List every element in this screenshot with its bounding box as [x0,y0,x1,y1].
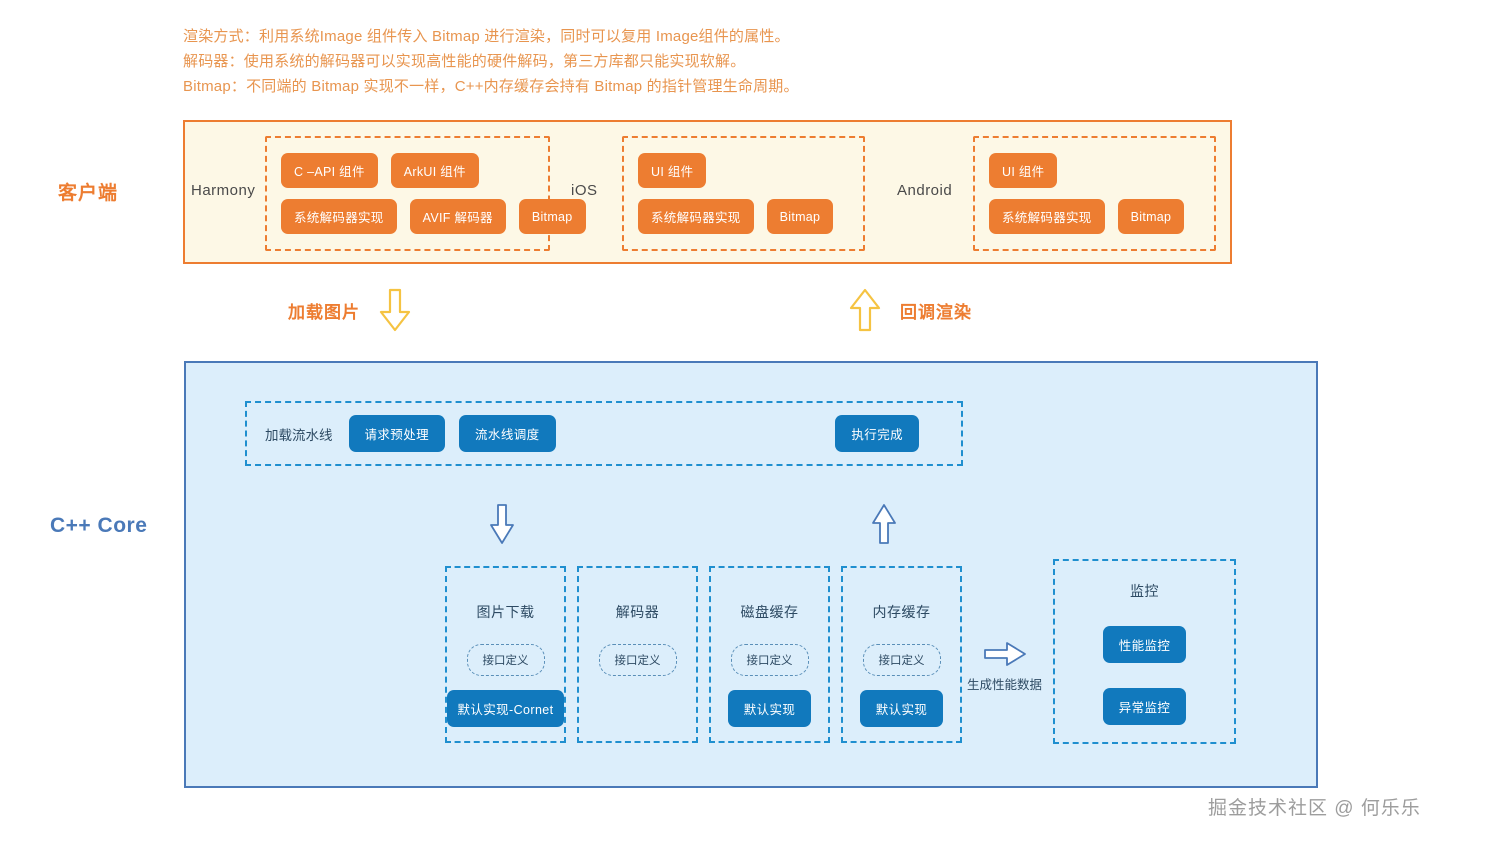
arrow-down-core-icon [490,504,514,544]
ios-row-1: UI 组件 [638,153,849,188]
client-container: Harmony C –API 组件 ArkUI 组件 系统解码器实现 AVIF … [183,120,1232,264]
interface-definition-memory-cache[interactable]: 接口定义 [862,644,941,676]
module-disk-cache: 磁盘缓存 接口定义 默认实现 [709,566,830,743]
pill-bitmap-android[interactable]: Bitmap [1117,199,1185,234]
module-decoder: 解码器 接口定义 [577,566,698,743]
btn-execution-complete[interactable]: 执行完成 [835,415,919,452]
flow-load-label: 加载图片 [288,302,360,322]
ios-component-group: UI 组件 系统解码器实现 Bitmap [622,136,865,251]
header-notes: 渲染方式：利用系统Image 组件传入 Bitmap 进行渲染，同时可以复用 I… [183,24,1083,99]
monitor-title: 监控 [1130,583,1159,599]
pill-c-api[interactable]: C –API 组件 [281,153,378,188]
pill-arkui[interactable]: ArkUI 组件 [390,153,479,188]
android-component-group: UI 组件 系统解码器实现 Bitmap [973,136,1216,251]
harmony-row-2: 系统解码器实现 AVIF 解码器 Bitmap [281,199,586,234]
arrow-down-icon [379,288,411,332]
pill-system-decoder-ios[interactable]: 系统解码器实现 [638,199,754,234]
impl-default-cornet[interactable]: 默认实现-Cornet [447,690,564,727]
pill-avif-decoder[interactable]: AVIF 解码器 [409,199,506,234]
note-line-bitmap: Bitmap：不同端的 Bitmap 实现不一样，C++内存缓存会持有 Bitm… [183,78,799,95]
module-columns: 图片下载 接口定义 默认实现-Cornet 解码器 接口定义 磁盘缓存 接口定义… [445,566,962,743]
platform-android: Android UI 组件 系统解码器实现 Bitmap [890,122,1234,266]
impl-default-disk-cache[interactable]: 默认实现 [727,690,812,727]
module-title-download: 图片下载 [476,604,535,620]
core-section-label: C++ Core [50,514,148,537]
pill-ui-component-ios[interactable]: UI 组件 [638,153,707,188]
client-section-label: 客户端 [58,183,119,204]
platform-ios: iOS UI 组件 系统解码器实现 Bitmap [560,122,890,266]
generate-perf-data-label: 生成性能数据 [967,678,1043,692]
note-line-render: 渲染方式：利用系统Image 组件传入 Bitmap 进行渲染，同时可以复用 I… [183,28,790,45]
flow-load-image: 加载图片 [288,288,412,332]
module-image-download: 图片下载 接口定义 默认实现-Cornet [445,566,566,743]
pill-ui-component-android[interactable]: UI 组件 [989,153,1058,188]
arrow-up-core-icon [872,504,896,544]
impl-default-memory-cache[interactable]: 默认实现 [859,690,944,727]
android-row-2: 系统解码器实现 Bitmap [989,199,1200,234]
platform-name-android: Android [897,182,953,199]
module-title-memory-cache: 内存缓存 [872,604,931,620]
module-title-disk-cache: 磁盘缓存 [740,604,799,620]
monitor-group: 监控 性能监控 异常监控 [1053,559,1236,744]
module-title-decoder: 解码器 [615,604,660,620]
interface-definition-disk-cache[interactable]: 接口定义 [730,644,809,676]
pill-system-decoder-harmony[interactable]: 系统解码器实现 [281,199,397,234]
btn-pipeline-schedule[interactable]: 流水线调度 [459,415,556,452]
module-memory-cache: 内存缓存 接口定义 默认实现 [841,566,962,743]
watermark: 掘金技术社区 @ 何乐乐 [1208,798,1421,819]
harmony-component-group: C –API 组件 ArkUI 组件 系统解码器实现 AVIF 解码器 Bitm… [265,136,586,251]
pill-bitmap-harmony[interactable]: Bitmap [518,199,586,234]
interface-definition-download[interactable]: 接口定义 [466,644,545,676]
pipeline-label: 加载流水线 [265,427,333,443]
flow-callback-render: 回调渲染 [848,288,972,332]
core-container: 加载流水线 请求预处理 流水线调度 执行完成 图片下载 接口定义 默认实现-Co… [184,361,1318,788]
android-row-1: UI 组件 [989,153,1200,188]
interface-definition-decoder[interactable]: 接口定义 [598,644,677,676]
pill-bitmap-ios[interactable]: Bitmap [766,199,834,234]
platform-harmony: Harmony C –API 组件 ArkUI 组件 系统解码器实现 AVIF … [185,122,586,266]
note-line-decoder: 解码器：使用系统的解码器可以实现高性能的硬件解码，第三方库都只能实现软解。 [183,53,746,70]
generate-perf-data-flow: 生成性能数据 [967,641,1042,693]
btn-request-preprocess[interactable]: 请求预处理 [348,415,446,452]
harmony-row-1: C –API 组件 ArkUI 组件 [281,153,534,188]
ios-row-2: 系统解码器实现 Bitmap [638,199,849,234]
platform-name-harmony: Harmony [191,182,256,199]
btn-exception-monitor[interactable]: 异常监控 [1102,688,1187,725]
btn-performance-monitor[interactable]: 性能监控 [1102,626,1187,663]
platform-name-ios: iOS [571,182,598,199]
pill-system-decoder-android[interactable]: 系统解码器实现 [989,199,1105,234]
pipeline-group: 加载流水线 请求预处理 流水线调度 执行完成 [245,401,963,466]
arrow-right-icon [983,642,1026,666]
arrow-up-icon [849,288,881,332]
flow-render-label: 回调渲染 [900,302,972,322]
